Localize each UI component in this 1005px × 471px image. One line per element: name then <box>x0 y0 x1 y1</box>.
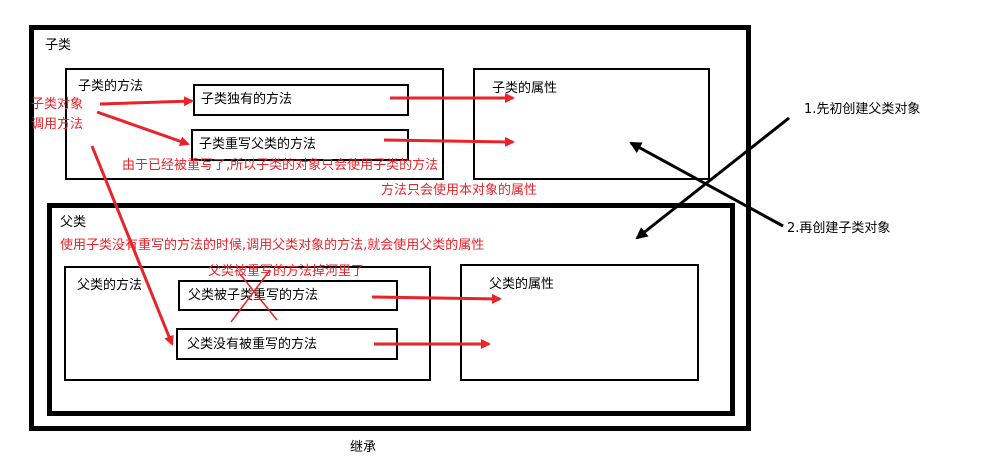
parent-overridden-method-box <box>178 280 398 311</box>
parent-properties-box <box>460 264 699 381</box>
child-properties-box <box>473 68 710 180</box>
overridden-to-parent-props-arrow <box>371 293 502 304</box>
caller-label-line1: 子类对象 <box>31 97 84 112</box>
parent-class-title: 父类 <box>60 215 87 230</box>
step2-arrow <box>629 141 784 228</box>
caller-to-unique-arrow <box>99 96 194 107</box>
child-unique-method-box <box>193 84 409 116</box>
child-class-title: 子类 <box>45 38 72 53</box>
discarded-method-note: 父类被重写的方法掉河里了 <box>208 264 365 279</box>
parent-class-box <box>47 203 735 416</box>
child-override-method-box <box>191 129 409 161</box>
child-methods-box <box>65 68 444 180</box>
cross-out-line-1 <box>230 269 271 323</box>
parent-not-overridden-method-label: 父类没有被重写的方法 <box>187 337 318 352</box>
caller-label-line2: 调用方法 <box>31 117 84 132</box>
step2-label: 2.再创建子类对象 <box>787 221 891 236</box>
cross-out-line-2 <box>239 273 278 321</box>
own-properties-note: 方法只会使用本对象的属性 <box>381 183 538 198</box>
child-override-method-label: 子类重写父类的方法 <box>199 137 317 152</box>
parent-methods-title: 父类的方法 <box>77 278 143 293</box>
child-properties-title: 子类的属性 <box>492 81 558 96</box>
parent-methods-box <box>64 266 431 381</box>
override-note: 由于已经被重写了,所以子类的对象只会使用子类的方法 <box>122 158 439 173</box>
child-class-box <box>29 25 751 431</box>
child-unique-method-label: 子类独有的方法 <box>201 92 293 107</box>
parent-properties-title: 父类的属性 <box>489 277 555 292</box>
parent-overridden-method-label: 父类被子类重写的方法 <box>188 288 319 303</box>
step1-label: 1.先初创建父类对象 <box>804 102 921 117</box>
inheritance-caption: 继承 <box>350 440 377 455</box>
caller-to-parent-method-arrow <box>90 145 174 346</box>
parent-use-note: 使用子类没有重写的方法的时候,调用父类对象的方法,就会使用父类的属性 <box>60 238 485 253</box>
override-to-child-props-arrow <box>383 136 515 147</box>
step1-arrow <box>635 116 790 240</box>
caller-to-override-arrow <box>96 110 190 147</box>
child-methods-title: 子类的方法 <box>78 79 144 94</box>
